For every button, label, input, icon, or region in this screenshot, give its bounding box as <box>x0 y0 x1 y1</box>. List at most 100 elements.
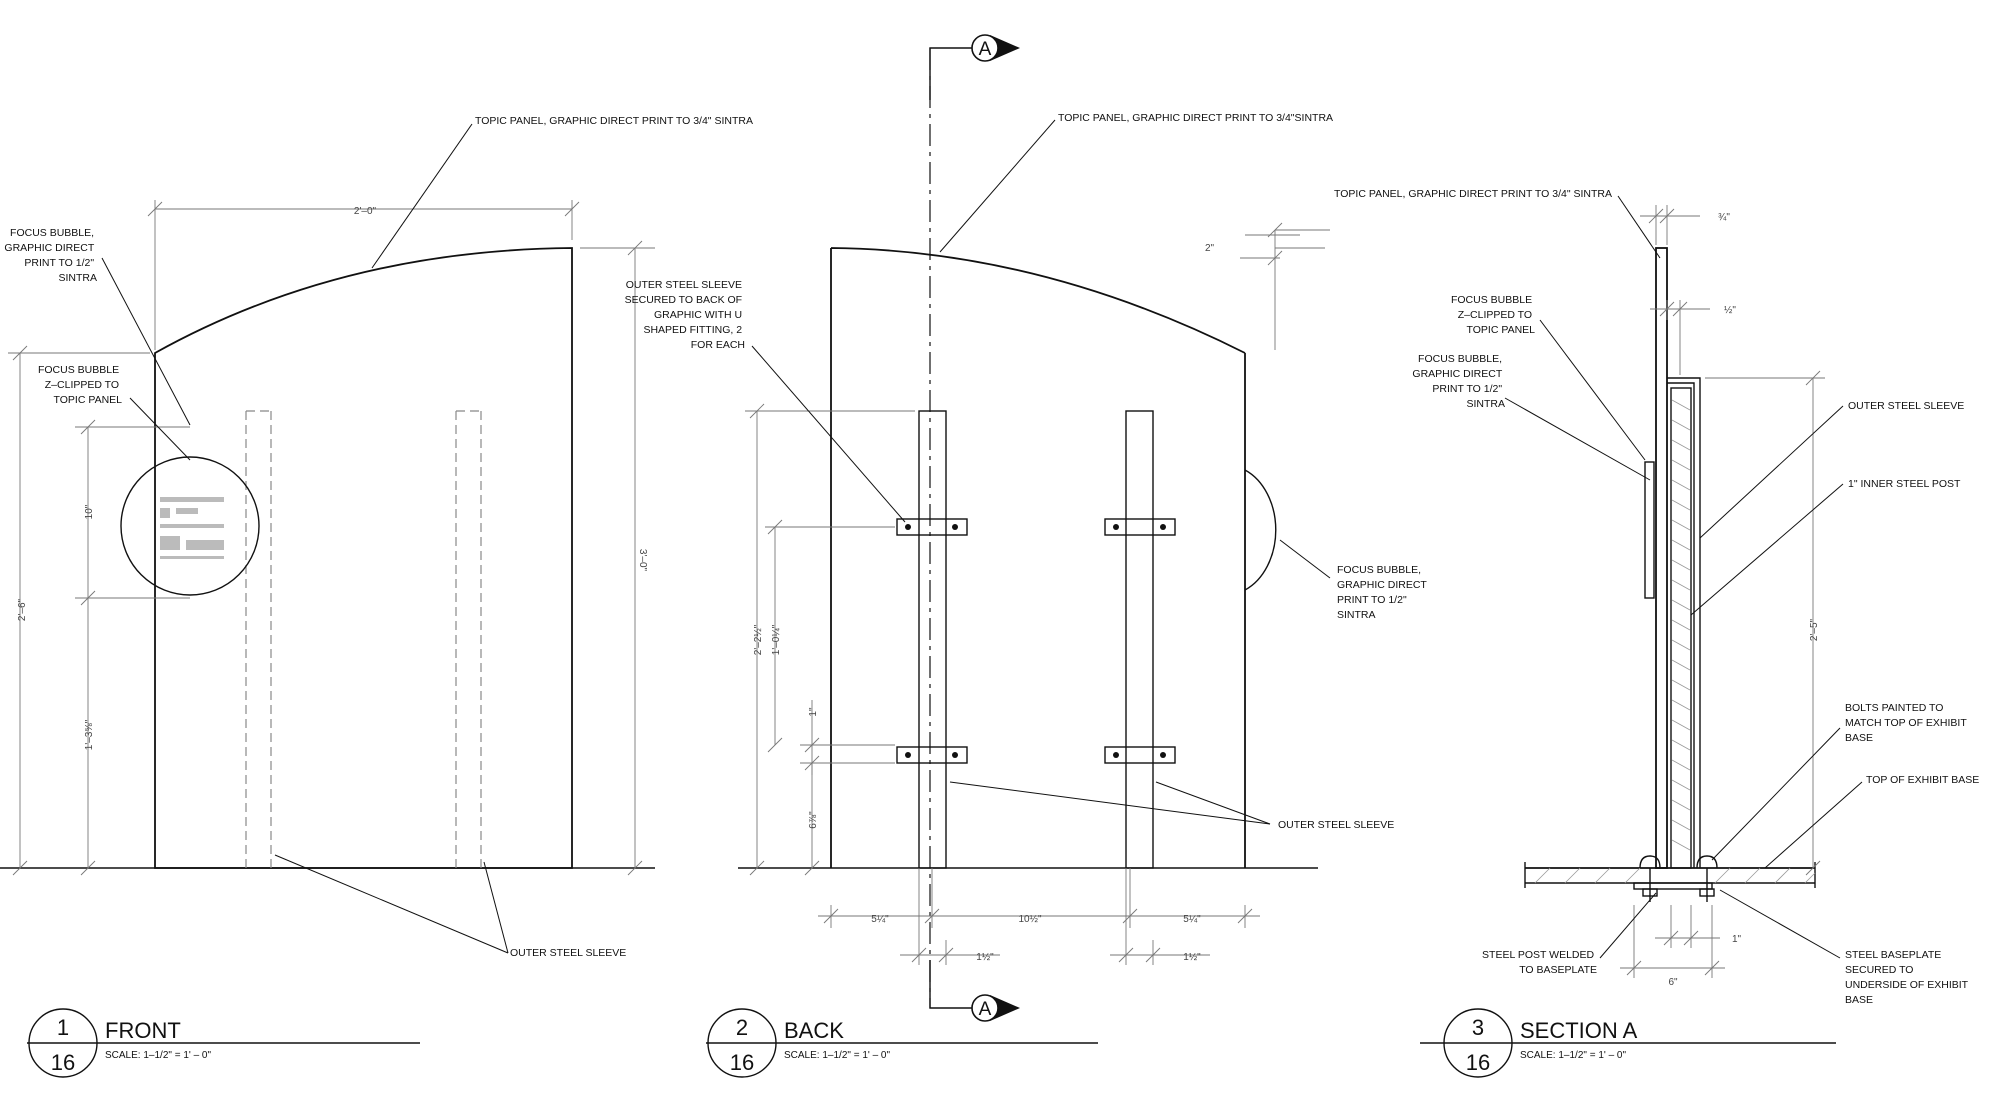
section-top-base-leader <box>1764 781 1863 869</box>
title-block-front: 1 16 FRONT SCALE: 1–1/2" = 1' – 0" <box>27 1008 420 1078</box>
back-width-dimensions: 5¼" 10½" 5¼" 1½" 1½" <box>818 868 1260 965</box>
section-marker-bottom-label: A <box>979 999 992 1020</box>
back-sleeve-note: OUTER STEEL SLEEVE <box>1278 819 1394 831</box>
section-post-hatch <box>1671 399 1691 851</box>
section-post-label: 1" <box>1732 934 1742 945</box>
section-view-title: SECTION A <box>1520 1018 1638 1043</box>
section-topic-note: TOPIC PANEL, GRAPHIC DIRECT PRINT TO 3/4… <box>1334 188 1612 200</box>
section-focus-bubble <box>1644 461 1655 599</box>
front-sleeve-leader-2 <box>483 861 509 954</box>
back-panel-outline <box>830 247 1246 868</box>
section-offset-label: ½" <box>1724 305 1736 316</box>
back-bolt-icons <box>905 524 1166 758</box>
back-sleeve-secured-note: OUTER STEEL SLEEVE SECURED TO BACK OF GR… <box>625 279 745 351</box>
front-sleeve-note: OUTER STEEL SLEEVE <box>510 947 626 959</box>
front-hidden-sleeves <box>245 410 482 868</box>
section-sleeve-note: OUTER STEEL SLEEVE <box>1848 400 1964 412</box>
back-height-a-label: 2'–2½" <box>753 624 764 655</box>
front-view-title: FRONT <box>105 1018 181 1043</box>
back-focus-leader <box>1279 539 1331 579</box>
front-height-dimension: 3'–0" <box>580 240 655 876</box>
back-focus-bubble <box>1244 469 1277 591</box>
front-focus-clip-leader <box>129 397 191 461</box>
back-top-dimension: 2" <box>1205 222 1330 350</box>
section-top-base-note: TOP OF EXHIBIT BASE <box>1866 774 1979 786</box>
section-bolts-leader <box>1711 727 1841 861</box>
front-view-scale: SCALE: 1–1/2" = 1' – 0" <box>105 1050 211 1061</box>
title-block-section: 3 16 SECTION A SCALE: 1–1/2" = 1' – 0" <box>1420 1008 1836 1078</box>
section-topic-leader <box>1617 195 1661 259</box>
back-left-width-label: 5¼" <box>871 913 889 925</box>
section-bolts-note: BOLTS PAINTED TO MATCH TOP OF EXHIBIT BA… <box>1845 702 1969 744</box>
back-topic-note: TOPIC PANEL, GRAPHIC DIRECT PRINT TO 3/4… <box>1058 112 1333 124</box>
front-width-label: 2'–0" <box>354 206 377 217</box>
back-sleeve-leader-2 <box>1155 781 1271 825</box>
front-sheet-number: 16 <box>51 1050 75 1075</box>
section-focus-print-note: FOCUS BUBBLE, GRAPHIC DIRECT PRINT TO 1/… <box>1412 353 1505 410</box>
front-view-number: 1 <box>57 1015 69 1040</box>
section-marker-top-label: A <box>979 39 992 60</box>
back-right-sleeve <box>1125 410 1154 869</box>
back-bottom-label: 6⅞" <box>808 811 819 829</box>
front-view: 2'–0" 3'–0" 2'–6" 10" 1'–3⅝" <box>0 115 753 959</box>
section-base-label: 6" <box>1668 977 1678 988</box>
front-height-label: 3'–0" <box>637 549 648 572</box>
back-left-sleeve <box>918 410 947 869</box>
section-welded-note: STEEL POST WELDED TO BASEPLATE <box>1482 949 1597 976</box>
back-sleeve-leader <box>949 781 1271 825</box>
section-dimensions: ¾" ½" 2'–5" 1" 6" <box>1620 205 1825 988</box>
back-right-width-label: 5¼" <box>1183 913 1201 925</box>
section-sheet-number: 16 <box>1466 1050 1490 1075</box>
front-left-height-label: 2'–6" <box>17 598 28 621</box>
section-marker-top: A <box>929 34 1020 100</box>
section-focus-clip-leader <box>1539 319 1646 461</box>
section-view: ¾" ½" 2'–5" 1" 6" <box>1334 188 1979 1006</box>
front-bubble-label: 10" <box>84 504 95 519</box>
front-topic-note: TOPIC PANEL, GRAPHIC DIRECT PRINT TO 3/4… <box>475 115 753 127</box>
front-sleeve-leader <box>274 854 509 954</box>
section-height-label: 2'–5" <box>1809 618 1820 641</box>
back-sleeve-left-label: 1½" <box>976 952 994 963</box>
front-bubble-graphic-icon <box>160 497 224 559</box>
section-view-number: 3 <box>1472 1015 1484 1040</box>
back-gap-label: 1" <box>808 707 819 717</box>
front-focus-print-leader <box>101 257 191 426</box>
front-bottom-label: 1'–3⅝" <box>84 719 95 750</box>
section-sleeve-leader <box>1699 405 1844 539</box>
back-view-title: BACK <box>784 1018 844 1043</box>
back-height-dimensions: 2'–2½" 1'–0¼" 1" 6⅞" <box>745 403 915 876</box>
section-exhibit-base <box>1524 862 1816 890</box>
back-u-fittings <box>896 518 1176 764</box>
section-post-note: 1" INNER STEEL POST <box>1848 478 1961 490</box>
back-top-label: 2" <box>1205 243 1215 254</box>
section-panel-label: ¾" <box>1718 212 1730 223</box>
back-topic-leader <box>939 119 1056 253</box>
section-post-leader <box>1690 483 1844 616</box>
front-topic-leader <box>371 123 473 269</box>
section-outer-sleeve <box>1667 377 1701 868</box>
section-marker-bottom: A <box>929 960 1020 1022</box>
front-focus-bubble <box>120 456 260 596</box>
back-view-number: 2 <box>736 1015 748 1040</box>
front-bubble-dimension: 10" 1'–3⅝" <box>75 419 190 876</box>
back-sleeve-right-label: 1½" <box>1183 952 1201 963</box>
front-width-dimension: 2'–0" <box>147 200 580 350</box>
back-focus-note: FOCUS BUBBLE, GRAPHIC DIRECT PRINT TO 1/… <box>1337 564 1430 621</box>
section-welded-leader <box>1599 892 1657 959</box>
section-baseplate-leader <box>1719 889 1841 959</box>
back-view: A A 2'–2½" 1'–0¼" 1" 6⅞" <box>625 34 1430 1022</box>
title-block-back: 2 16 BACK SCALE: 1–1/2" = 1' – 0" <box>706 1008 1098 1078</box>
front-focus-clip-note: FOCUS BUBBLE Z–CLIPPED TO TOPIC PANEL <box>38 364 122 406</box>
section-bolt-icons <box>1639 855 1718 902</box>
front-left-height-dimension: 2'–6" <box>8 345 150 876</box>
back-view-scale: SCALE: 1–1/2" = 1' – 0" <box>784 1050 890 1061</box>
back-sleeve-secured-leader <box>751 345 906 523</box>
back-height-b-label: 1'–0¼" <box>770 624 782 655</box>
back-middle-width-label: 10½" <box>1018 914 1041 925</box>
section-focus-print-leader <box>1504 397 1651 481</box>
back-sheet-number: 16 <box>730 1050 754 1075</box>
section-baseplate-note: STEEL BASEPLATE SECURED TO UNDERSIDE OF … <box>1845 949 1971 1006</box>
section-inner-post <box>1670 387 1692 869</box>
front-focus-print-note: FOCUS BUBBLE, GRAPHIC DIRECT PRINT TO 1/… <box>4 227 97 284</box>
